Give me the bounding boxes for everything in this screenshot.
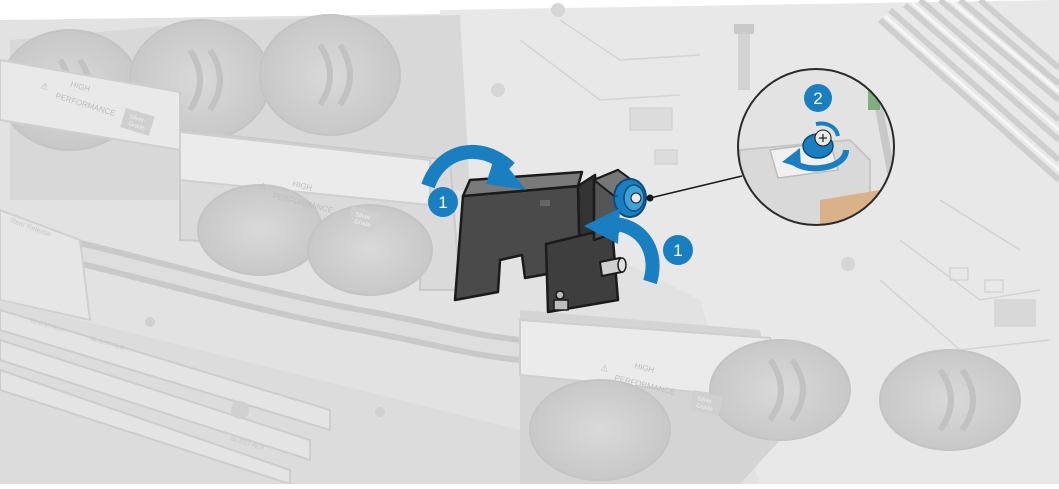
callout-anchor-dot [647,195,654,202]
step-number: 1 [673,241,682,260]
step-number: 1 [438,193,447,212]
step-badge-right: 1 [663,235,693,265]
step-badge-left: 1 [428,187,458,217]
step-number: 2 [813,89,822,108]
